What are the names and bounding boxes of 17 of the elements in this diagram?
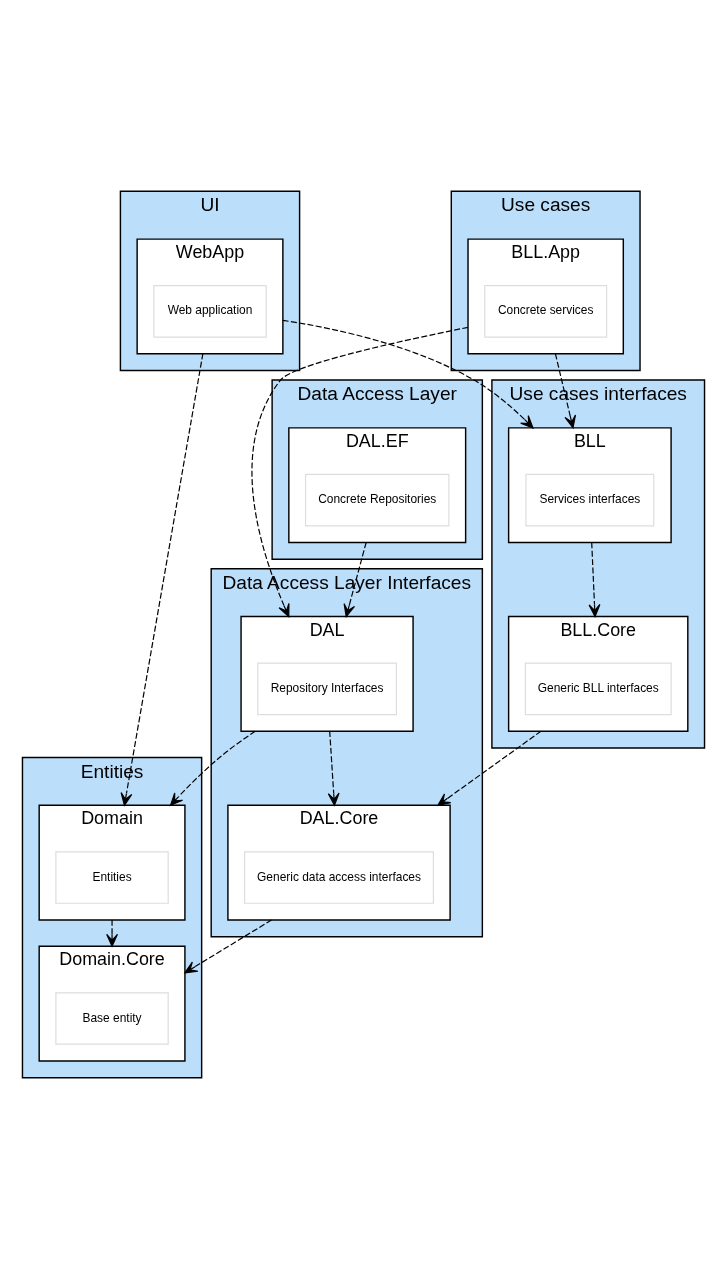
node-box: Generic data access interfaces <box>244 850 434 904</box>
arrow <box>327 730 340 806</box>
arrow <box>588 541 601 617</box>
node-box: Concrete services <box>484 284 608 338</box>
arrow <box>282 319 534 428</box>
node-box: Generic BLL interfaces <box>524 662 672 715</box>
arrow <box>120 352 204 806</box>
arrow <box>437 730 542 806</box>
node-box: Entities <box>55 850 169 904</box>
node-box: Repository Interfaces <box>257 662 397 715</box>
arrow <box>184 918 273 973</box>
arrow <box>106 918 119 947</box>
node-box: Base entity <box>55 991 169 1045</box>
node-box: Concrete Repositories <box>304 473 450 526</box>
node-box: Services interfaces <box>525 473 655 526</box>
node-box: Web application <box>153 284 267 338</box>
arrow <box>169 730 256 806</box>
